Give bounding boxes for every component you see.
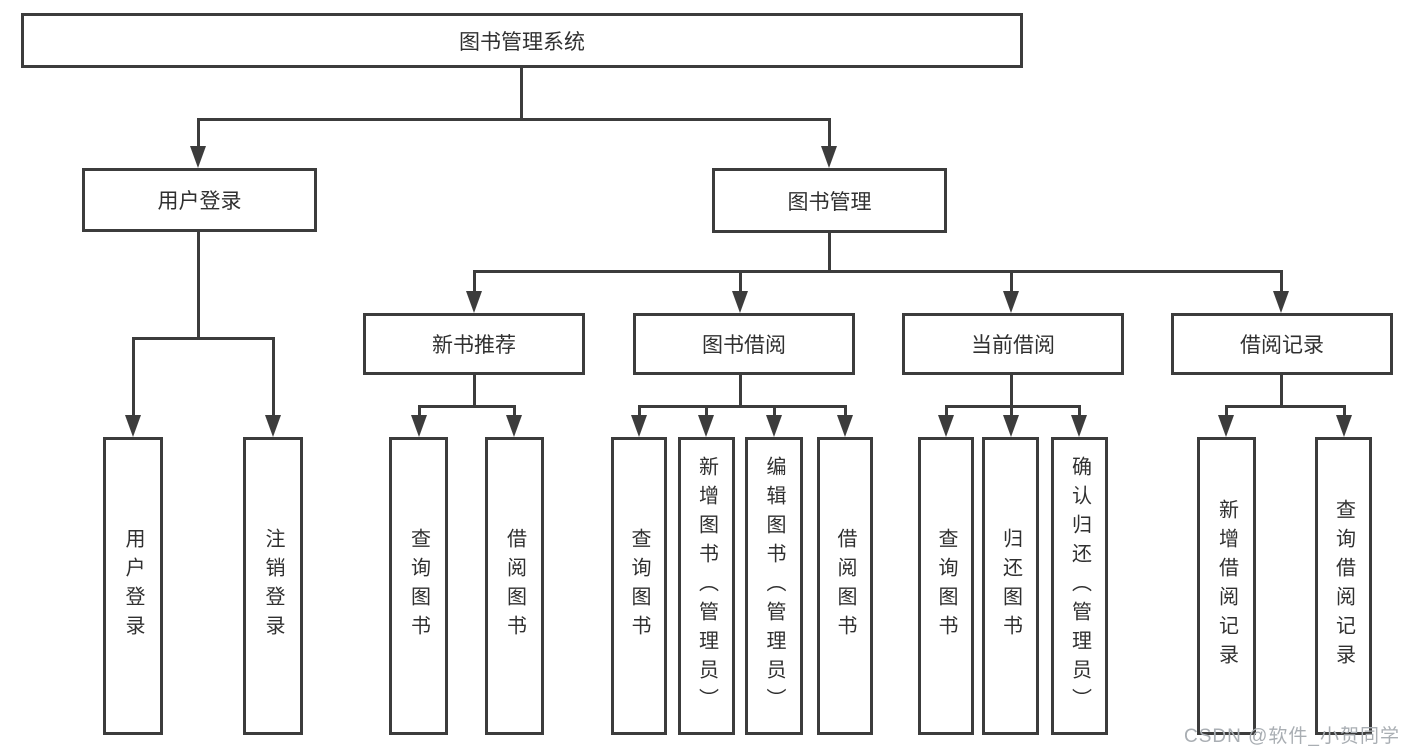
leaf-confirm-return-admin: 确认归还（管理员） [1051, 437, 1108, 735]
arrowhead-edit-book-admin [766, 415, 782, 437]
connector-current-borrow-rail [945, 405, 1081, 408]
leaf-query-books-recommend-label: 查询图书 [407, 528, 430, 644]
leaf-user-login: 用户登录 [103, 437, 163, 735]
arrowhead-user-login [190, 146, 206, 168]
arrowhead-query-books-current [938, 415, 954, 437]
connector-drop-user-login [197, 118, 200, 148]
connector-user-login-trunk [197, 232, 200, 337]
connector-drop-book-management [828, 118, 831, 148]
connector-book-management-trunk [828, 233, 831, 272]
node-root-label: 图书管理系统 [459, 30, 585, 54]
connector-book-borrow-trunk [739, 375, 742, 407]
connector-drop-add-borrow-record [1225, 405, 1228, 417]
leaf-query-borrow-record: 查询借阅记录 [1315, 437, 1372, 735]
arrowhead-query-books-recommend [411, 415, 427, 437]
connector-drop-borrow-record [1280, 270, 1283, 295]
leaf-add-borrow-record: 新增借阅记录 [1197, 437, 1256, 735]
connector-new-book-trunk [473, 375, 476, 407]
connector-book-management-rail [473, 270, 1283, 273]
connector-drop-query-books-borrow [638, 405, 641, 417]
leaf-query-books-borrow-label: 查询图书 [628, 528, 650, 644]
leaf-add-book-admin: 新增图书（管理员） [678, 437, 735, 735]
connector-drop-book-borrow [739, 270, 742, 295]
leaf-logout-label: 注销登录 [262, 528, 284, 644]
arrowhead-confirm-return-admin [1071, 415, 1087, 437]
node-user-login-label: 用户登录 [157, 190, 242, 213]
connector-new-book-rail [418, 405, 515, 408]
csdn-watermark: CSDN @软件_小贺同学 [1184, 726, 1400, 747]
leaf-borrow-book-label: 借阅图书 [834, 528, 856, 644]
arrowhead-new-book-recommend [466, 291, 482, 313]
node-root-library-system: 图书管理系统 [21, 13, 1023, 68]
leaf-return-book: 归还图书 [982, 437, 1039, 735]
arrowhead-query-books-borrow [631, 415, 647, 437]
connector-borrow-record-trunk [1280, 375, 1283, 407]
arrowhead-return-book [1003, 415, 1019, 437]
connector-borrow-record-rail [1225, 405, 1345, 408]
connector-drop-current-borrow [1010, 270, 1013, 295]
connector-drop-query-borrow-record [1343, 405, 1346, 417]
connector-drop-new-book-recommend [473, 270, 476, 295]
node-new-book-recommend-label: 新书推荐 [432, 334, 516, 357]
node-borrow-record-label: 借阅记录 [1240, 334, 1324, 357]
connector-drop-leaf-user-login [132, 337, 135, 417]
connector-drop-edit-book-admin [773, 405, 776, 417]
arrowhead-current-borrow [1003, 291, 1019, 313]
arrowhead-leaf-user-login [125, 415, 141, 437]
connector-drop-confirm-return-admin [1078, 405, 1081, 417]
node-book-management-label: 图书管理 [787, 190, 872, 214]
node-current-borrow-label: 当前借阅 [971, 334, 1055, 357]
leaf-add-book-admin-label: 新增图书（管理员） [695, 455, 718, 717]
arrowhead-borrow-books-recommend [506, 415, 522, 437]
leaf-borrow-books-recommend-label: 借阅图书 [503, 528, 526, 644]
node-book-borrow-label: 图书借阅 [702, 334, 786, 357]
node-book-management: 图书管理 [712, 168, 947, 233]
connector-drop-add-book-admin [705, 405, 708, 417]
connector-user-login-rail [132, 337, 274, 340]
arrowhead-query-borrow-record [1336, 415, 1352, 437]
connector-book-borrow-rail [638, 405, 846, 408]
leaf-query-books-current: 查询图书 [918, 437, 974, 735]
arrowhead-borrow-book [837, 415, 853, 437]
node-current-borrow: 当前借阅 [902, 313, 1124, 375]
leaf-query-books-current-label: 查询图书 [935, 528, 957, 644]
arrowhead-add-borrow-record [1218, 415, 1234, 437]
leaf-query-books-recommend: 查询图书 [389, 437, 448, 735]
leaf-borrow-book: 借阅图书 [817, 437, 873, 735]
arrowhead-book-management [821, 146, 837, 168]
leaf-query-books-borrow: 查询图书 [611, 437, 667, 735]
leaf-return-book-label: 归还图书 [999, 528, 1022, 644]
leaf-add-borrow-record-label: 新增借阅记录 [1215, 499, 1238, 673]
leaf-borrow-books-recommend: 借阅图书 [485, 437, 544, 735]
connector-root-rail [197, 118, 831, 121]
connector-root-trunk [520, 68, 523, 118]
leaf-query-borrow-record-label: 查询借阅记录 [1332, 499, 1355, 673]
arrowhead-book-borrow [732, 291, 748, 313]
leaf-edit-book-admin: 编辑图书（管理员） [745, 437, 803, 735]
leaf-logout: 注销登录 [243, 437, 303, 735]
arrowhead-leaf-logout [265, 415, 281, 437]
node-user-login: 用户登录 [82, 168, 317, 232]
node-borrow-record: 借阅记录 [1171, 313, 1393, 375]
arrowhead-borrow-record [1273, 291, 1289, 313]
connector-drop-return-book [1010, 405, 1013, 417]
node-new-book-recommend: 新书推荐 [363, 313, 585, 375]
connector-drop-borrow-books-recommend [513, 405, 516, 417]
node-book-borrow: 图书借阅 [633, 313, 855, 375]
leaf-user-login-label: 用户登录 [122, 528, 144, 644]
arrowhead-add-book-admin [698, 415, 714, 437]
connector-drop-borrow-book [844, 405, 847, 417]
connector-drop-query-books-current [945, 405, 948, 417]
connector-current-borrow-trunk [1010, 375, 1013, 407]
leaf-edit-book-admin-label: 编辑图书（管理员） [763, 455, 785, 717]
leaf-confirm-return-admin-label: 确认归还（管理员） [1068, 455, 1091, 717]
connector-drop-leaf-logout [272, 337, 275, 417]
connector-drop-query-books-recommend [418, 405, 421, 417]
